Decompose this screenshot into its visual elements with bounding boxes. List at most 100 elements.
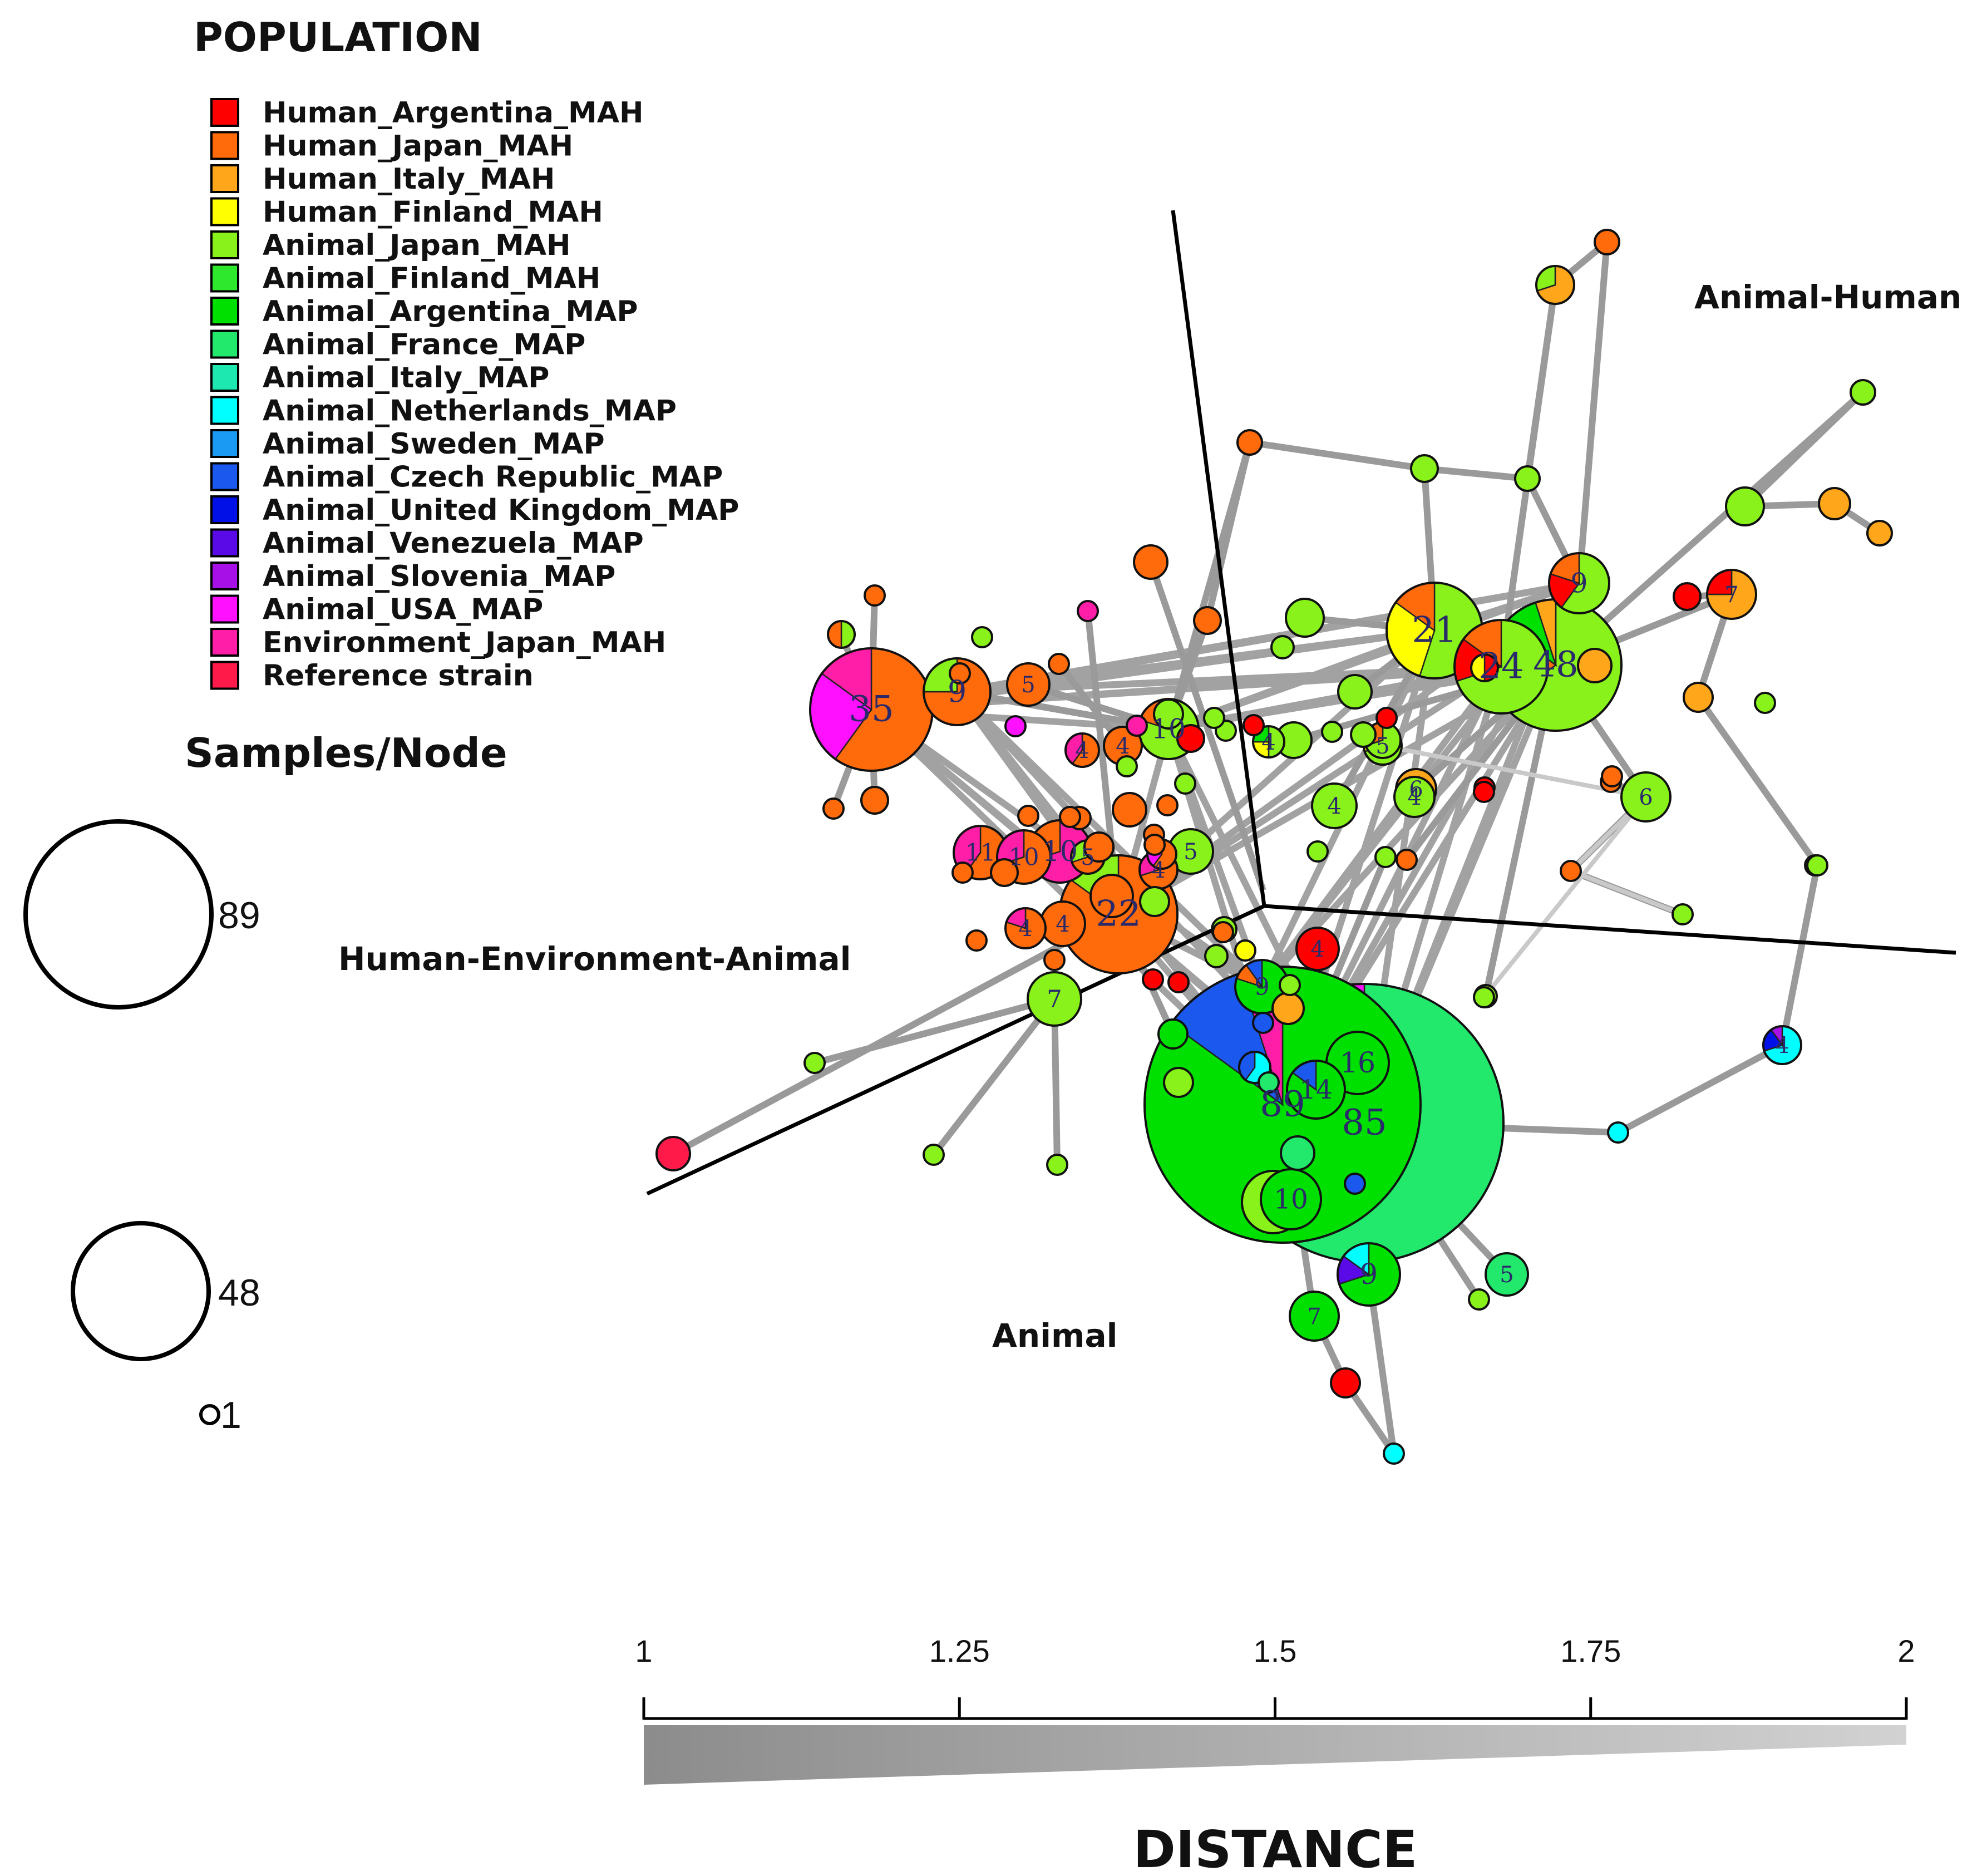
network-node (1212, 921, 1234, 943)
network-node (1473, 781, 1495, 803)
node-sample-count: 9 (1254, 973, 1269, 1001)
network-node (1311, 782, 1358, 829)
node-slice (1077, 600, 1099, 622)
legend-label: Human_Italy_MAH (263, 163, 555, 196)
region-label-animal-human: Animal-Human (1694, 278, 1961, 316)
node-slice (1311, 782, 1358, 829)
network-node (1258, 1071, 1280, 1094)
node-slice (1176, 724, 1205, 753)
node-slice (1396, 849, 1418, 871)
node-slice (1174, 772, 1196, 795)
legend-swatch (210, 98, 239, 127)
node-slice (840, 620, 856, 649)
node-sample-count: 35 (849, 689, 894, 730)
legend-label: Human_Finland_MAH (263, 196, 603, 229)
node-slice (1163, 1067, 1194, 1098)
node-sample-count: 5 (1500, 1262, 1513, 1288)
network-node (1027, 971, 1082, 1027)
network-node (1234, 939, 1256, 962)
network-node (1321, 721, 1343, 743)
network-node (1330, 1367, 1361, 1399)
network-node (1818, 487, 1851, 520)
node-sample-count: 9 (1571, 568, 1588, 599)
node-sample-count: 4 (1056, 912, 1069, 937)
network-node (1289, 1291, 1340, 1342)
node-sample-count: 4 (1261, 730, 1275, 755)
node-sample-count: 4 (1151, 858, 1165, 883)
node-slice (1156, 794, 1179, 816)
node-outline (923, 657, 992, 726)
node-slice (1271, 992, 1305, 1025)
legend-swatch (210, 263, 239, 293)
network-node (1133, 544, 1168, 580)
legend-swatch (210, 164, 239, 193)
node-sample-count: 4 (1075, 738, 1089, 764)
network-node (1295, 927, 1340, 971)
node-slice (1017, 805, 1039, 827)
network-edge (813, 996, 1056, 1066)
node-outline (1337, 1242, 1401, 1307)
network-node (1163, 1067, 1194, 1098)
size-legend-circle-48 (71, 1221, 211, 1361)
node-slice (1167, 971, 1190, 993)
node-outline (996, 829, 1052, 885)
network-node (1203, 707, 1225, 729)
node-slice (1133, 544, 1168, 580)
node-sample-count: 7 (1047, 986, 1062, 1013)
legend-label: Animal_Finland_MAH (263, 262, 600, 296)
network-node (923, 1144, 945, 1166)
node-sample-count: 6 (1639, 785, 1653, 810)
node-sample-count: 21 (1412, 610, 1457, 651)
network-node (1174, 772, 1196, 795)
node-sample-count: 5 (1375, 733, 1389, 759)
samples-per-node-legend: Samples/Node 89 48 1 (23, 730, 507, 1436)
network-node (1006, 662, 1051, 707)
network-edge (1249, 439, 1425, 472)
node-slice (1607, 1121, 1629, 1144)
network-node (860, 786, 889, 815)
legend-swatch (210, 628, 239, 657)
legend-label: Human_Japan_MAH (263, 130, 573, 163)
population-legend-title: POPULATION (194, 14, 482, 61)
network-node (965, 929, 988, 952)
size-legend-label-48: 48 (218, 1272, 260, 1314)
node-slice (1142, 968, 1164, 991)
network-node (1112, 792, 1147, 828)
network-node (1374, 846, 1397, 868)
network-node (1280, 1135, 1315, 1171)
network-node (1383, 1442, 1405, 1465)
node-slice (971, 626, 993, 648)
node-slice (1620, 771, 1672, 823)
node-sample-count: 10 (1274, 1184, 1308, 1215)
legend-swatch (210, 661, 239, 690)
legend-label: Animal_Czech Republic_MAP (263, 461, 723, 494)
network-node (971, 626, 993, 648)
node-sample-count: 7 (1724, 582, 1738, 608)
legend-label: Human_Argentina_MAH (263, 96, 644, 130)
network-node (1126, 715, 1148, 737)
network-edge (1554, 390, 1865, 668)
network-node (1473, 986, 1495, 1008)
node-slice (1754, 692, 1776, 714)
network-node (1806, 854, 1828, 877)
legend-swatch (210, 197, 239, 227)
node-slice (1116, 755, 1138, 777)
node-outline (1548, 552, 1610, 614)
legend-swatch (210, 297, 239, 326)
network-edges (672, 239, 1882, 1456)
node-slice (1059, 806, 1081, 828)
network-node (1116, 755, 1138, 777)
region-labels: Animal-Human Human-Environment-Animal An… (338, 278, 1961, 1355)
node-slice (1673, 582, 1702, 611)
network-node (1167, 971, 1190, 993)
size-legend-label-89: 89 (218, 894, 260, 937)
network-node (1470, 653, 1499, 682)
node-slice (1280, 1135, 1315, 1171)
node-outline (1762, 1025, 1802, 1065)
node-slice (827, 620, 842, 649)
node-slice (1577, 648, 1613, 683)
node-outline (1706, 569, 1757, 620)
network-node (1673, 582, 1702, 611)
legend-label: Animal_Sweden_MAP (263, 427, 605, 461)
legend-label: Animal_Italy_MAP (263, 361, 549, 395)
